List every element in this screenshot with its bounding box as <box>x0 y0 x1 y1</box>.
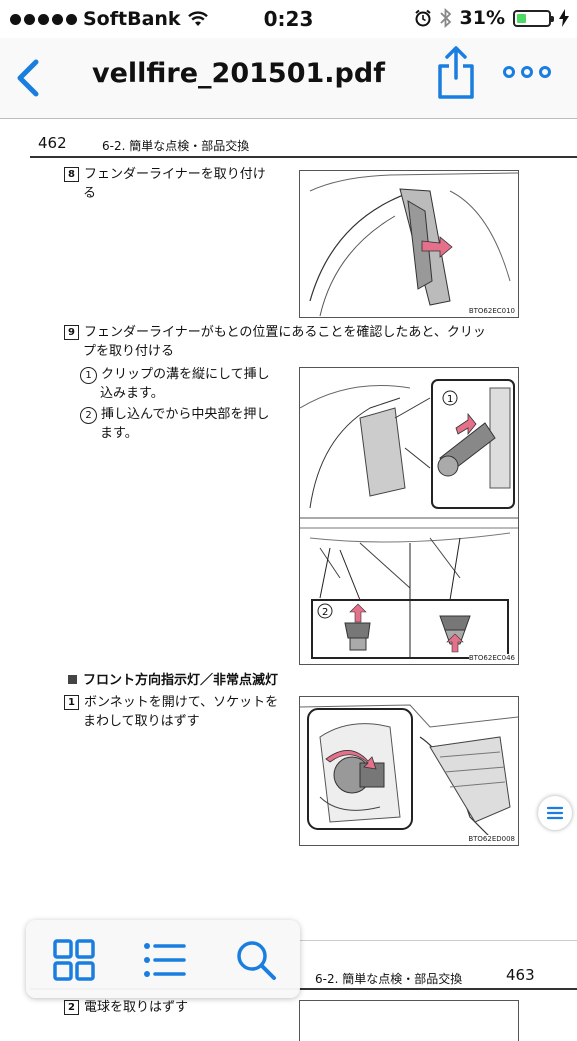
page-number: 463 <box>506 966 535 984</box>
document-title: vellfire_201501.pdf <box>92 58 385 89</box>
figure-code: BTO62EC010 <box>468 307 515 315</box>
section-bullet <box>68 675 77 684</box>
step-text: フェンダーライナーがもとの位置にあることを確認したあと、クリッ <box>84 325 486 340</box>
battery-icon <box>513 9 554 27</box>
alarm-icon <box>414 9 431 27</box>
step-text: 電球を取りはずす <box>84 1000 189 1015</box>
pdf-page-462: 462 6-2. 簡単な点検・部品交換 8 フェンダーライナーを取り付け る BT… <box>30 119 577 939</box>
step-text-cont: まわして取りはずす <box>83 714 200 729</box>
charging-icon <box>559 9 569 27</box>
figure-bulb-removal <box>299 1000 519 1041</box>
bluetooth-icon <box>439 8 451 28</box>
step-text-cont: プを取り付ける <box>83 344 175 359</box>
substep-text-cont: ます。 <box>100 426 138 441</box>
substep-number: 1 <box>80 367 97 384</box>
section-heading: フロント方向指示灯／非常点滅灯 <box>68 669 278 688</box>
figure-callout: 1 <box>447 394 453 405</box>
carrier-name: SoftBank <box>83 8 181 30</box>
step-number: 2 <box>64 1000 79 1015</box>
figure-callout: 2 <box>322 607 328 618</box>
step-number: 1 <box>64 695 79 710</box>
figure-socket-removal: BTO62ED008 <box>299 696 519 846</box>
step-number: 9 <box>64 325 79 340</box>
step-number: 8 <box>64 167 79 182</box>
figure-clip-install: 1 2 BTO62EC046 <box>299 367 519 665</box>
fender-liner-illustration <box>309 172 519 317</box>
page-number: 462 <box>38 134 67 152</box>
substep-1: 1 クリップの溝を縦にして挿し 込みます。 <box>80 365 270 403</box>
status-right: 31% <box>414 7 569 29</box>
more-button[interactable] <box>503 66 551 78</box>
back-button[interactable] <box>12 58 44 98</box>
status-time: 0:23 <box>263 7 314 31</box>
outline-float-button[interactable] <box>538 796 572 830</box>
signal-strength-icon <box>10 13 77 25</box>
clip-install-illustration: 1 2 <box>299 379 518 659</box>
substep-text: 挿し込んでから中央部を押し <box>101 407 270 422</box>
step-text: ボンネットを開けて、ソケットを <box>84 695 279 710</box>
socket-removal-illustration <box>299 704 519 838</box>
substep-2: 2 挿し込んでから中央部を押し ます。 <box>80 405 269 443</box>
wifi-icon <box>187 11 208 26</box>
step-9: 9 フェンダーライナーがもとの位置にあることを確認したあと、クリッ プを取り付ける <box>64 323 486 361</box>
figure-code: BTO62EC046 <box>468 654 515 662</box>
section-title: フロント方向指示灯／非常点滅灯 <box>83 673 279 688</box>
navigation-bar: vellfire_201501.pdf <box>0 38 577 119</box>
step-1: 1 ボンネットを開けて、ソケットを まわして取りはずす <box>64 693 278 731</box>
search-button[interactable] <box>234 938 278 982</box>
figure-code: BTO62ED008 <box>468 835 515 843</box>
substep-number: 2 <box>80 407 97 424</box>
page-header: 6-2. 簡単な点検・部品交換 <box>102 139 250 153</box>
step-8: 8 フェンダーライナーを取り付け る <box>64 165 266 203</box>
bottom-toolbar <box>26 920 300 998</box>
substep-text-cont: 込みます。 <box>100 386 164 401</box>
header-rule <box>30 156 577 158</box>
header-rule <box>30 988 577 990</box>
outline-list-button[interactable] <box>142 938 186 982</box>
page-header: 6-2. 簡単な点検・部品交換 <box>315 972 463 986</box>
share-button[interactable] <box>436 44 476 100</box>
substep-text: クリップの溝を縦にして挿し <box>101 367 270 382</box>
step-text: フェンダーライナーを取り付け <box>84 167 266 182</box>
page-divider <box>30 940 577 941</box>
step-2: 2 電球を取りはずす <box>64 998 188 1017</box>
status-left: SoftBank <box>10 8 209 30</box>
step-text-cont: る <box>83 186 97 201</box>
status-bar: SoftBank 0:23 31% <box>0 0 577 38</box>
thumbnails-button[interactable] <box>52 938 96 982</box>
battery-percentage: 31% <box>459 7 505 29</box>
figure-fender-liner-install: BTO62EC010 <box>299 170 519 318</box>
